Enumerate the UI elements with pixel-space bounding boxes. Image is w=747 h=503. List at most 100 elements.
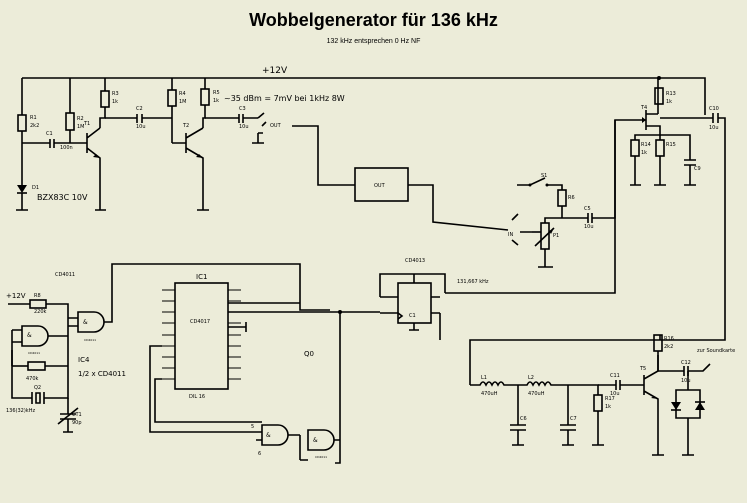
capacitor-c3: C3 10u bbox=[205, 106, 258, 130]
svg-text:470k: 470k bbox=[26, 376, 39, 382]
nand-gate-1: & CD4011 bbox=[11, 325, 68, 366]
capacitor-c6: C6 bbox=[510, 385, 527, 446]
svg-text:10u: 10u bbox=[584, 224, 594, 230]
ic1-cd4017: IC1 CD4017 DIL 16 Q0 bbox=[149, 273, 340, 433]
svg-text:2k2: 2k2 bbox=[30, 123, 39, 129]
ic4-note: 1/2 x CD4011 bbox=[78, 370, 126, 378]
transistor-t5: T5 bbox=[638, 355, 664, 456]
svg-text:1k: 1k bbox=[605, 404, 611, 410]
svg-text:5: 5 bbox=[251, 424, 254, 430]
wire bbox=[445, 120, 616, 294]
resistor-r4: R4 1M bbox=[167, 78, 187, 143]
capacitor-c7: C7 bbox=[560, 385, 577, 446]
svg-text:1k: 1k bbox=[213, 98, 219, 104]
svg-text:C2: C2 bbox=[136, 106, 143, 112]
svg-text:R6: R6 bbox=[568, 195, 575, 201]
output-jack: OUT bbox=[252, 112, 282, 144]
flipflop-cd4013: CD4013 C1 131,667 kHz bbox=[338, 258, 489, 331]
wire bbox=[154, 378, 262, 423]
resistor-r3: R3 1k bbox=[99, 78, 119, 128]
resistor-r16: R16 2k2 bbox=[653, 334, 674, 371]
svg-text:R14: R14 bbox=[641, 142, 651, 148]
trimmer-ct1: CT1 90p bbox=[57, 398, 82, 433]
svg-text:C9: C9 bbox=[694, 166, 701, 172]
inductor-l1: L1 470uH bbox=[470, 375, 518, 397]
capacitor-c10: C10 10u bbox=[469, 106, 726, 385]
svg-text:C3: C3 bbox=[239, 106, 246, 112]
crystal-q2: Q2 136(32)kHz bbox=[6, 366, 69, 414]
svg-text:10u: 10u bbox=[709, 125, 719, 131]
svg-text:6: 6 bbox=[258, 451, 261, 457]
svg-text:T4: T4 bbox=[640, 105, 647, 111]
svg-text:C11: C11 bbox=[610, 373, 620, 379]
svg-text:T1: T1 bbox=[83, 121, 90, 127]
svg-text:T2: T2 bbox=[182, 123, 189, 129]
wire bbox=[292, 125, 355, 186]
svg-text:1M: 1M bbox=[179, 99, 187, 105]
svg-text:DIL 16: DIL 16 bbox=[189, 394, 205, 400]
transistor-t2: T2 bbox=[172, 123, 204, 210]
svg-text:L2: L2 bbox=[528, 375, 534, 381]
svg-text:C5: C5 bbox=[584, 206, 591, 212]
resistor-r6: R6 bbox=[557, 189, 575, 218]
svg-text:C12: C12 bbox=[681, 360, 691, 366]
svg-text:&: & bbox=[83, 319, 88, 326]
svg-text:S1: S1 bbox=[541, 173, 547, 179]
svg-text:IC1: IC1 bbox=[196, 273, 207, 281]
switch-s1: S1 bbox=[517, 173, 563, 190]
svg-text:131,667 kHz: 131,667 kHz bbox=[457, 279, 489, 285]
diagram-subtitle: 132 kHz entsprechen 0 Hz NF bbox=[326, 38, 421, 45]
supply-rail: +12V bbox=[22, 66, 706, 115]
capacitor-c5: C5 10u bbox=[584, 119, 640, 230]
input-jack: IN bbox=[508, 213, 532, 246]
capacitor-c2: C2 10u bbox=[105, 106, 172, 130]
svg-text:220k: 220k bbox=[34, 309, 47, 315]
svg-text:470uH: 470uH bbox=[481, 391, 498, 397]
svg-text:1M: 1M bbox=[77, 124, 85, 130]
svg-text:R5: R5 bbox=[213, 90, 220, 96]
diode-pair bbox=[671, 371, 705, 456]
svg-text:1k: 1k bbox=[112, 99, 118, 105]
svg-text:R8: R8 bbox=[34, 293, 41, 299]
svg-text:D1: D1 bbox=[32, 185, 39, 191]
svg-text:L1: L1 bbox=[481, 375, 487, 381]
capacitor-c11: C11 10u bbox=[598, 373, 638, 397]
svg-text:C1: C1 bbox=[409, 313, 416, 319]
svg-text:R3: R3 bbox=[112, 91, 119, 97]
svg-text:R15: R15 bbox=[666, 142, 676, 148]
svg-text:10u: 10u bbox=[239, 124, 249, 130]
nand-gate-2: & CD4011 bbox=[67, 263, 330, 366]
resistor-r8: R8 220k bbox=[8, 293, 69, 318]
nand-gate-4: & CD4011 bbox=[299, 429, 340, 461]
svg-text:R1: R1 bbox=[30, 115, 37, 121]
svg-text:P1: P1 bbox=[553, 233, 559, 239]
svg-text:2k2: 2k2 bbox=[664, 344, 673, 350]
svg-text:CD4011: CD4011 bbox=[84, 338, 96, 342]
capacitor-c1: C1 100n bbox=[46, 131, 80, 151]
output-amp-box: OUT bbox=[354, 167, 509, 231]
resistor-r5: R5 1k bbox=[200, 78, 220, 128]
resistor-r17: R17 1k bbox=[568, 384, 615, 446]
zener-diode-d1: D1 BZX83C 10V bbox=[17, 185, 88, 210]
wire bbox=[335, 312, 341, 464]
svg-text:R2: R2 bbox=[77, 116, 84, 122]
svg-text:T5: T5 bbox=[639, 366, 646, 372]
inductor-l2: L2 470uH bbox=[518, 375, 568, 397]
soundcard-label: zur Soundkarte bbox=[697, 348, 735, 354]
svg-text:10u: 10u bbox=[681, 378, 691, 384]
level-note: ~35 dBm = 7mV bei 1kHz 8W bbox=[224, 94, 345, 103]
supply-left-label: +12V bbox=[6, 292, 26, 300]
svg-text:136(32)kHz: 136(32)kHz bbox=[6, 408, 35, 414]
svg-text:1k: 1k bbox=[641, 150, 647, 156]
svg-text:&: & bbox=[266, 432, 271, 439]
supply-label: +12V bbox=[262, 66, 288, 76]
transistor-t4: T4 bbox=[640, 78, 661, 130]
diagram-title: Wobbelgenerator für 136 kHz bbox=[249, 10, 498, 30]
svg-text:1k: 1k bbox=[666, 99, 672, 105]
svg-text:R17: R17 bbox=[605, 396, 615, 402]
svg-text:R16: R16 bbox=[664, 336, 674, 342]
resistor-r14: R14 1k bbox=[630, 128, 661, 186]
svg-text:CD4013: CD4013 bbox=[405, 258, 425, 264]
transistor-t1: T1 bbox=[80, 121, 101, 210]
